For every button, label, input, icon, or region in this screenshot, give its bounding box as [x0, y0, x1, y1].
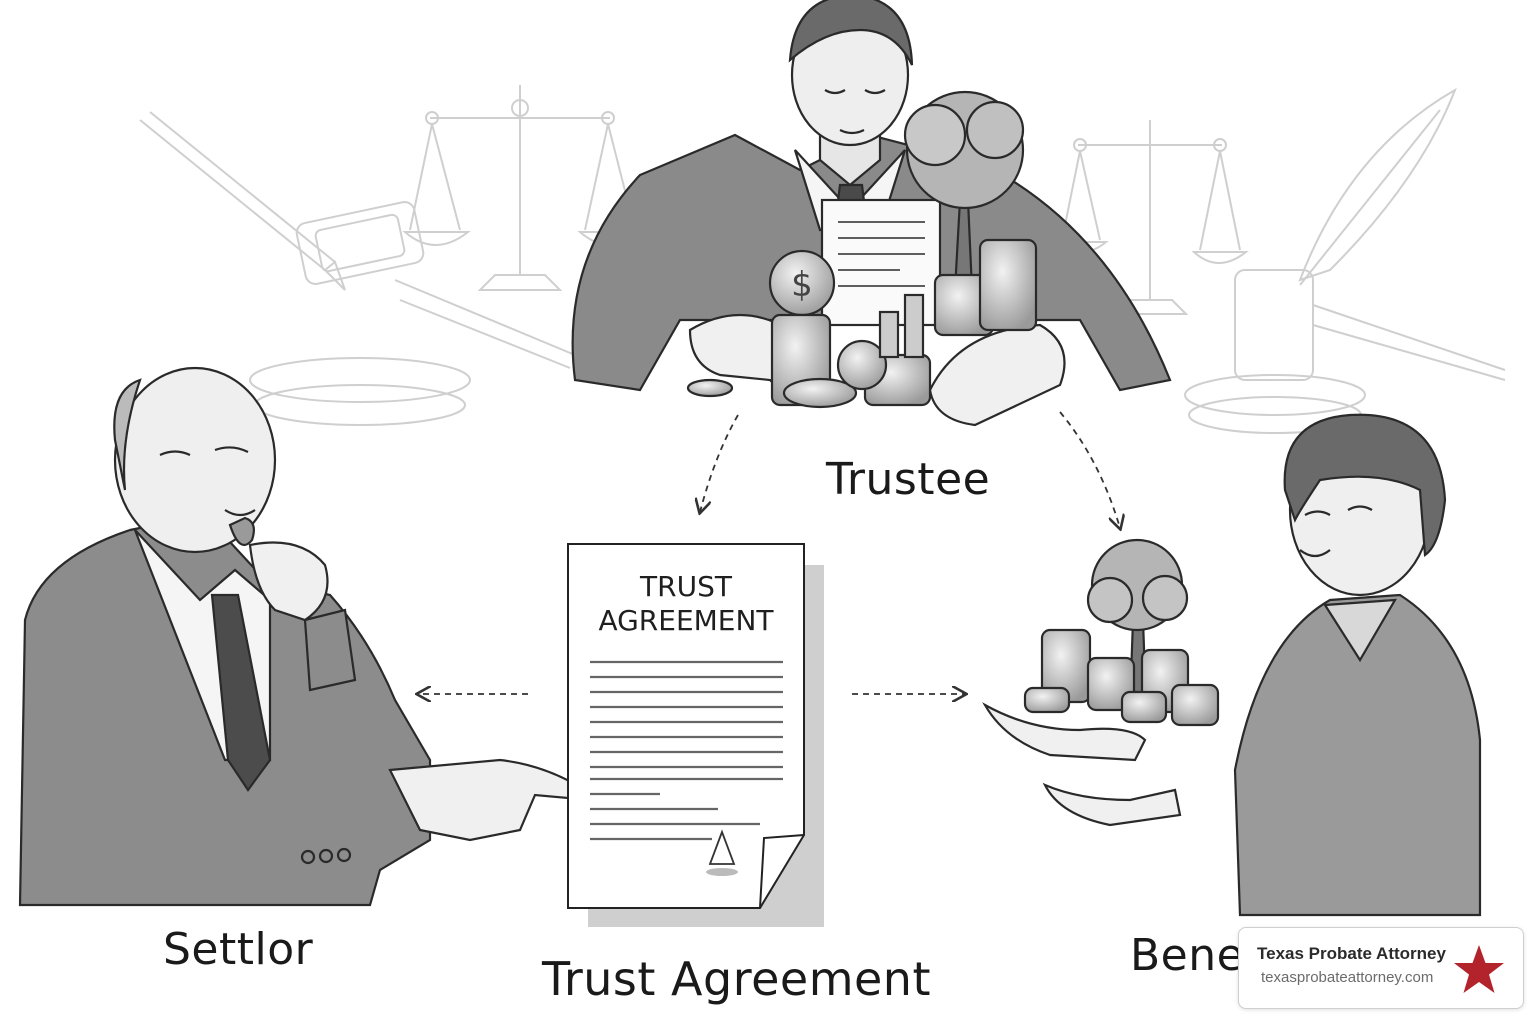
growth-tree-icon [903, 90, 1025, 292]
trust-agreement-label: Trust Agreement [542, 952, 931, 1006]
trustee-figure: $ [571, 0, 1172, 427]
badge-firm-name: Texas Probate Attorney [1257, 944, 1446, 963]
coin-stack-icon [1023, 628, 1220, 727]
arrow-trustee-to-agreement [700, 414, 739, 512]
document-title-line2: AGREEMENT [598, 604, 774, 637]
seal-icon [708, 829, 736, 865]
trust-agreement-document [567, 543, 824, 927]
gavel-icon [1184, 269, 1506, 434]
beneficiary-figure [982, 413, 1482, 917]
scales-of-justice-icon [402, 85, 645, 291]
document-title-line1: TRUST [640, 570, 732, 603]
trustee-label: Trustee [826, 454, 991, 505]
growth-tree-icon [1086, 538, 1189, 707]
fountain-pen-icon [139, 111, 346, 291]
quill-pen-icon [1298, 87, 1457, 286]
star-icon [1454, 945, 1504, 993]
coin-stack-icon: $ [686, 238, 1038, 409]
settlor-label: Settlor [163, 924, 314, 975]
attorney-badge[interactable]: Texas Probate Attorney texasprobateattor… [1238, 927, 1524, 1009]
badge-url[interactable]: texasprobateattorney.com [1261, 969, 1434, 986]
gavel-icon [249, 201, 576, 426]
svg-text:$: $ [791, 265, 813, 305]
beneficiary-label: Bene [1130, 930, 1245, 981]
arrow-trustee-to-beneficiary [1059, 411, 1120, 528]
settlor-figure [18, 366, 592, 907]
